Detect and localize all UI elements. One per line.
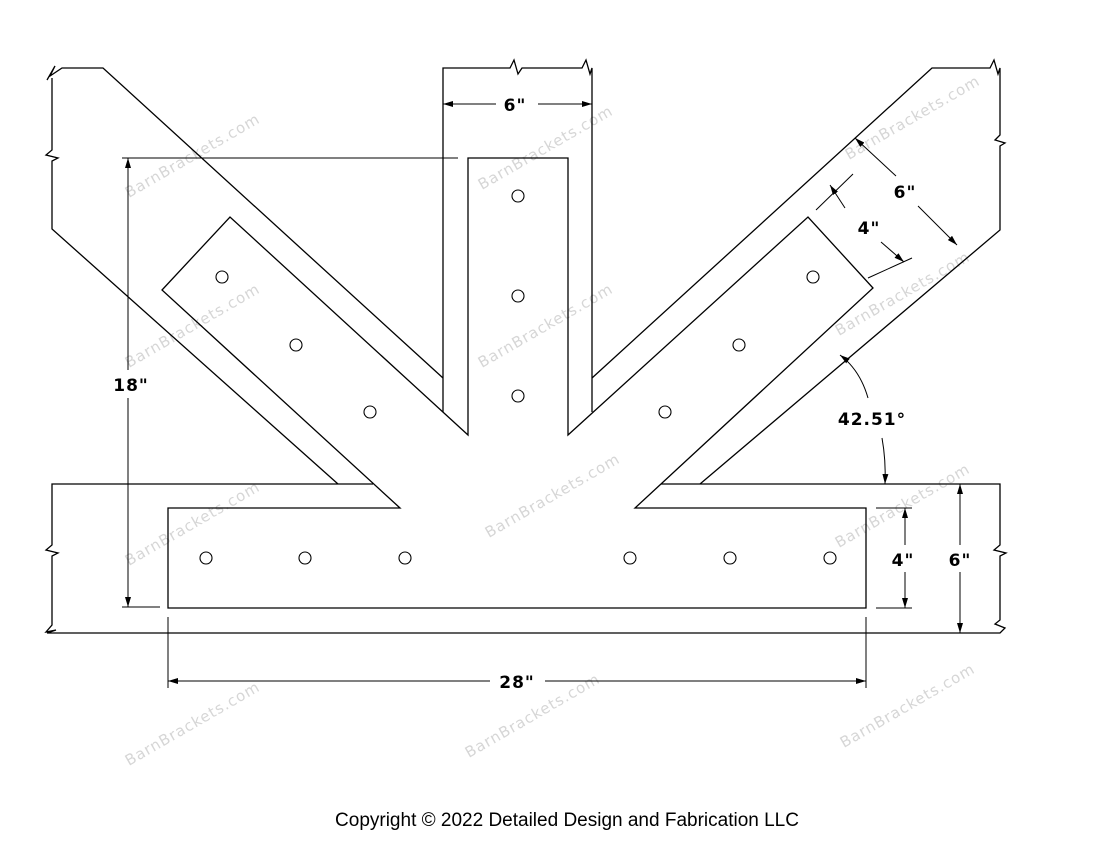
dim-total-length: 28"	[167, 617, 867, 693]
dim-brace-width: 6"	[854, 137, 958, 246]
bolt-hole	[398, 551, 412, 565]
bolt-hole	[732, 338, 746, 352]
dim-label: 6"	[504, 96, 527, 116]
bolt-hole	[511, 289, 525, 303]
watermark-text: BarnBrackets.com	[475, 280, 616, 372]
post-timber	[442, 58, 593, 412]
dim-brace-plate-width: 4"	[815, 173, 913, 279]
watermark-text: BarnBrackets.com	[832, 248, 973, 340]
watermark-text: BarnBrackets.com	[482, 450, 623, 542]
dim-label: 6"	[949, 551, 972, 571]
dim-label: 28"	[499, 673, 535, 693]
dim-label: 4"	[892, 551, 915, 571]
dim-beam-height: 6"	[949, 484, 972, 633]
bolt-hole	[511, 189, 525, 203]
right-brace-timber	[591, 58, 1007, 485]
bolt-hole	[658, 405, 672, 419]
left-brace-timber	[44, 65, 444, 485]
watermark-text: BarnBrackets.com	[122, 478, 263, 570]
dim-label: 6"	[894, 183, 917, 203]
watermark-text: BarnBrackets.com	[475, 102, 616, 194]
bolt-hole	[623, 551, 637, 565]
watermark-text: BarnBrackets.com	[837, 660, 978, 752]
watermark-text: BarnBrackets.com	[122, 280, 263, 372]
bolt-hole	[363, 405, 377, 419]
dim-label: 4"	[858, 219, 881, 239]
copyright-notice: Copyright © 2022 Detailed Design and Fab…	[335, 810, 799, 831]
bolt-holes	[199, 189, 837, 565]
bolt-hole	[511, 389, 525, 403]
bolt-hole	[199, 551, 213, 565]
dim-plate-height: 4"	[876, 507, 915, 609]
bolt-hole	[298, 551, 312, 565]
dim-label: 18"	[113, 376, 149, 396]
bolt-hole	[289, 338, 303, 352]
bolt-hole	[806, 270, 820, 284]
bolt-hole	[723, 551, 737, 565]
dim-angle: 42.51°	[838, 354, 906, 485]
steel-bracket-plate	[161, 157, 874, 609]
watermark-text: BarnBrackets.com	[832, 460, 973, 552]
bolt-hole	[215, 270, 229, 284]
watermark-text: BarnBrackets.com	[122, 678, 263, 770]
dim-total-height: 18"	[113, 157, 458, 608]
beam-timber	[44, 483, 1008, 634]
dim-label: 42.51°	[838, 410, 906, 430]
bolt-hole	[823, 551, 837, 565]
dim-post-width: 6"	[443, 96, 592, 116]
watermark-text: BarnBrackets.com	[122, 110, 263, 202]
